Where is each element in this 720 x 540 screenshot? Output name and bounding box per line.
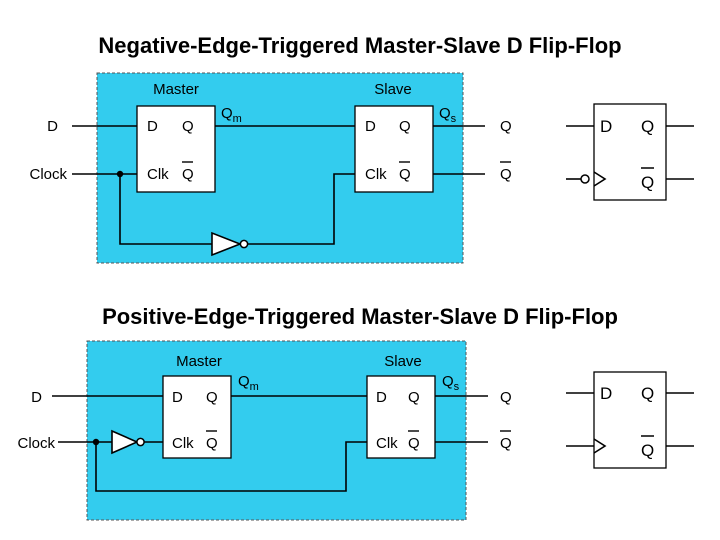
- top-master-latch: [136, 105, 216, 193]
- bottom-symbol-qbar: Q: [641, 441, 654, 460]
- bottom-slave-clk: Clk: [376, 435, 398, 452]
- bottom-qm-label: Qm: [238, 373, 259, 393]
- bottom-symbol-clk-triangle: [593, 438, 607, 454]
- bottom-slave-label: Slave: [384, 353, 422, 370]
- top-ff-symbol: [593, 103, 667, 201]
- bottom-symbol-d: D: [600, 384, 612, 403]
- bottom-clock-branch: [95, 441, 367, 492]
- bottom-out-qbar: Q: [500, 435, 512, 452]
- bottom-slave-d: D: [376, 389, 387, 406]
- top-master-d: D: [147, 118, 158, 135]
- top-out-q: Q: [500, 118, 512, 135]
- top-inverter: [211, 231, 243, 257]
- bottom-master-q: Q: [206, 389, 218, 406]
- top-title: Negative-Edge-Triggered Master-Slave D F…: [98, 33, 621, 58]
- bottom-ff-symbol: [593, 371, 667, 469]
- bottom-slave-qbar: Q: [408, 435, 420, 452]
- bottom-inverter: [111, 429, 139, 455]
- top-symbol-q: Q: [641, 117, 654, 136]
- top-slave-label: Slave: [374, 81, 412, 98]
- bottom-symbol-q: Q: [641, 384, 654, 403]
- top-master-clk: Clk: [147, 166, 169, 183]
- top-slave-qbar: Q: [399, 166, 411, 183]
- bottom-master-qbar: Q: [206, 435, 218, 452]
- top-qm-label: Qm: [221, 105, 242, 125]
- top-symbol-qbar: Q: [641, 173, 654, 192]
- top-symbol-clk-triangle: [593, 171, 607, 187]
- top-slave-latch: [354, 105, 434, 193]
- bottom-inverter-bubble: [136, 437, 145, 447]
- bottom-input-clock: Clock: [17, 435, 55, 452]
- bottom-master-clk: Clk: [172, 435, 194, 452]
- top-clock-branch: [119, 174, 212, 245]
- bottom-slave-latch: [366, 375, 436, 459]
- bottom-master-d: D: [172, 389, 183, 406]
- top-slave-q: Q: [399, 118, 411, 135]
- top-qs-label: Qs: [439, 105, 457, 125]
- top-input-clock: Clock: [29, 166, 67, 183]
- bottom-input-d: D: [31, 389, 42, 406]
- bottom-master-label: Master: [176, 353, 222, 370]
- top-master-q: Q: [182, 118, 194, 135]
- top-slave-clk: Clk: [365, 166, 387, 183]
- top-inverter-bubble: [239, 239, 249, 249]
- top-slave-d: D: [365, 118, 376, 135]
- top-master-label: Master: [153, 81, 199, 98]
- top-symbol-clk-bubble: [580, 174, 590, 184]
- bottom-slave-q: Q: [408, 389, 420, 406]
- bottom-qs-label: Qs: [442, 373, 460, 393]
- top-inverted-clock-wire: [248, 173, 355, 245]
- top-symbol-d: D: [600, 117, 612, 136]
- bottom-out-q: Q: [500, 389, 512, 406]
- top-out-qbar: Q: [500, 166, 512, 183]
- top-master-qbar: Q: [182, 166, 194, 183]
- bottom-master-latch: [162, 375, 232, 459]
- top-input-d: D: [47, 118, 58, 135]
- bottom-title: Positive-Edge-Triggered Master-Slave D F…: [102, 304, 618, 329]
